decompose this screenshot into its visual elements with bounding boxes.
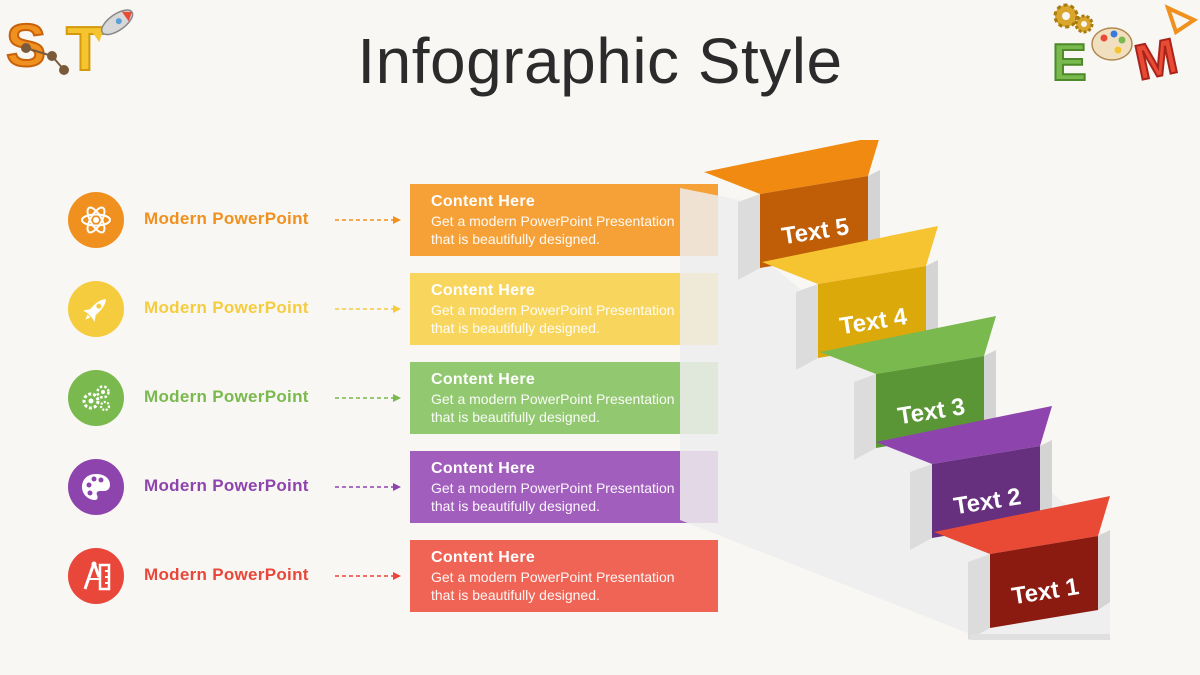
row-label: Modern PowerPoint: [144, 298, 309, 317]
gears-icon: [82, 385, 111, 412]
step-side: [910, 464, 932, 550]
step-edge: [984, 350, 996, 430]
step-front: [760, 176, 868, 268]
content-title: Content Here: [431, 371, 536, 388]
logo-letter-e: E: [1052, 34, 1087, 84]
dashed-arrow-icon: [335, 572, 401, 580]
content-text-line-1: Get a modern PowerPoint Presentation: [431, 302, 675, 318]
step-front: [876, 356, 984, 448]
stair-step: Text 4: [762, 226, 938, 370]
compass-ruler-icon: [83, 561, 111, 591]
content-row: Modern PowerPoint Content Here Get a mod…: [0, 362, 720, 434]
atom-icon: [81, 206, 111, 234]
stair-step: Text 1: [934, 496, 1110, 640]
step-side: [796, 284, 818, 370]
palette-icon: [1091, 27, 1133, 61]
step-front: [932, 446, 1040, 538]
step-top: [876, 406, 1052, 464]
rocket-icon: [92, 9, 134, 43]
dashed-arrow-icon: [335, 216, 401, 224]
content-row: Modern PowerPoint Content Here Get a mod…: [0, 451, 720, 523]
row-label: Modern PowerPoint: [144, 387, 309, 406]
content-title: Content Here: [431, 282, 536, 299]
palette-badge: [68, 459, 124, 515]
row-label: Modern PowerPoint: [144, 209, 309, 228]
content-text-line-2: that is beautifully designed.: [431, 498, 600, 514]
stair-base: [970, 634, 1110, 640]
triangle-ruler-icon: [1164, 4, 1199, 36]
content-row: Modern PowerPoint Content Here Get a mod…: [0, 184, 720, 256]
dashed-arrow-icon: [335, 394, 401, 402]
stair-step: Text 2: [876, 406, 1052, 550]
page-title: Infographic Style: [357, 25, 843, 97]
content-text-line-2: that is beautifully designed.: [431, 231, 600, 247]
dashed-arrow-icon: [335, 483, 401, 491]
rocket-badge: [68, 281, 124, 337]
content-text-line-1: Get a modern PowerPoint Presentation: [431, 213, 675, 229]
content-box: Content Here Get a modern PowerPoint Pre…: [410, 184, 718, 256]
step-edge: [1098, 530, 1110, 610]
step-edge: [926, 260, 938, 340]
content-box: Content Here Get a modern PowerPoint Pre…: [410, 273, 718, 345]
row-label: Modern PowerPoint: [144, 476, 309, 495]
content-text-line-2: that is beautifully designed.: [431, 587, 600, 603]
step-side: [738, 194, 760, 280]
content-row: Modern PowerPoint Content Here Get a mod…: [0, 273, 720, 345]
content-row: Modern PowerPoint Content Here Get a mod…: [0, 540, 720, 612]
content-box: Content Here Get a modern PowerPoint Pre…: [410, 362, 718, 434]
content-title: Content Here: [431, 460, 536, 477]
content-text-line-2: that is beautifully designed.: [431, 320, 600, 336]
st-logo: S T: [4, 4, 139, 85]
palette-icon: [82, 474, 110, 500]
gears-badge: [68, 370, 124, 426]
step-top: [704, 140, 879, 194]
row-label: Modern PowerPoint: [144, 565, 309, 584]
content-text-line-1: Get a modern PowerPoint Presentation: [431, 569, 675, 585]
dashed-arrow-icon: [335, 305, 401, 313]
compass-ruler-badge: [68, 548, 124, 604]
step-edge: [868, 170, 880, 250]
step-top: [762, 226, 938, 284]
stair-step: Text 3: [820, 316, 996, 460]
step-top: [820, 316, 996, 374]
gears-icon: [1053, 3, 1094, 34]
logo-letter-t: T: [66, 15, 104, 84]
atom-badge: [68, 192, 124, 248]
step-side: [854, 374, 876, 460]
step-side: [968, 554, 990, 640]
content-box: Content Here Get a modern PowerPoint Pre…: [410, 540, 718, 612]
step-top: [934, 496, 1110, 554]
content-title: Content Here: [431, 549, 536, 566]
content-title: Content Here: [431, 193, 536, 210]
stair-step: Text 5: [704, 140, 880, 280]
content-text-line-2: that is beautifully designed.: [431, 409, 600, 425]
content-text-line-1: Get a modern PowerPoint Presentation: [431, 480, 675, 496]
step-front: [990, 536, 1098, 628]
content-text-line-1: Get a modern PowerPoint Presentation: [431, 391, 675, 407]
step-front: [818, 266, 926, 358]
eam-logo: E M: [1048, 2, 1199, 93]
step-edge: [1040, 440, 1052, 520]
content-box: Content Here Get a modern PowerPoint Pre…: [410, 451, 718, 523]
rocket-icon: [83, 299, 106, 322]
